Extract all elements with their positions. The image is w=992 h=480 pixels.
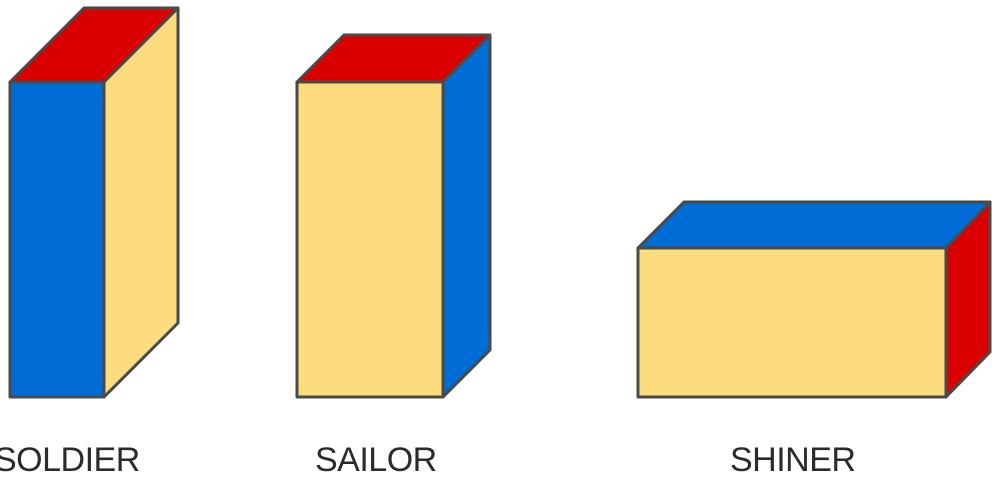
sailor-front-face bbox=[295, 80, 445, 399]
shiner-top-face bbox=[636, 200, 992, 250]
shiner-label: SHINER bbox=[730, 441, 856, 479]
soldier-label: SOLDIER bbox=[0, 441, 140, 479]
brick-shiner bbox=[636, 200, 992, 399]
soldier-front-face bbox=[8, 80, 106, 399]
sailor-side-face bbox=[441, 33, 492, 399]
sailor-label: SAILOR bbox=[315, 441, 437, 479]
brick-sailor bbox=[295, 33, 492, 399]
shiner-front-face bbox=[636, 246, 948, 399]
brick-soldier bbox=[8, 6, 180, 399]
